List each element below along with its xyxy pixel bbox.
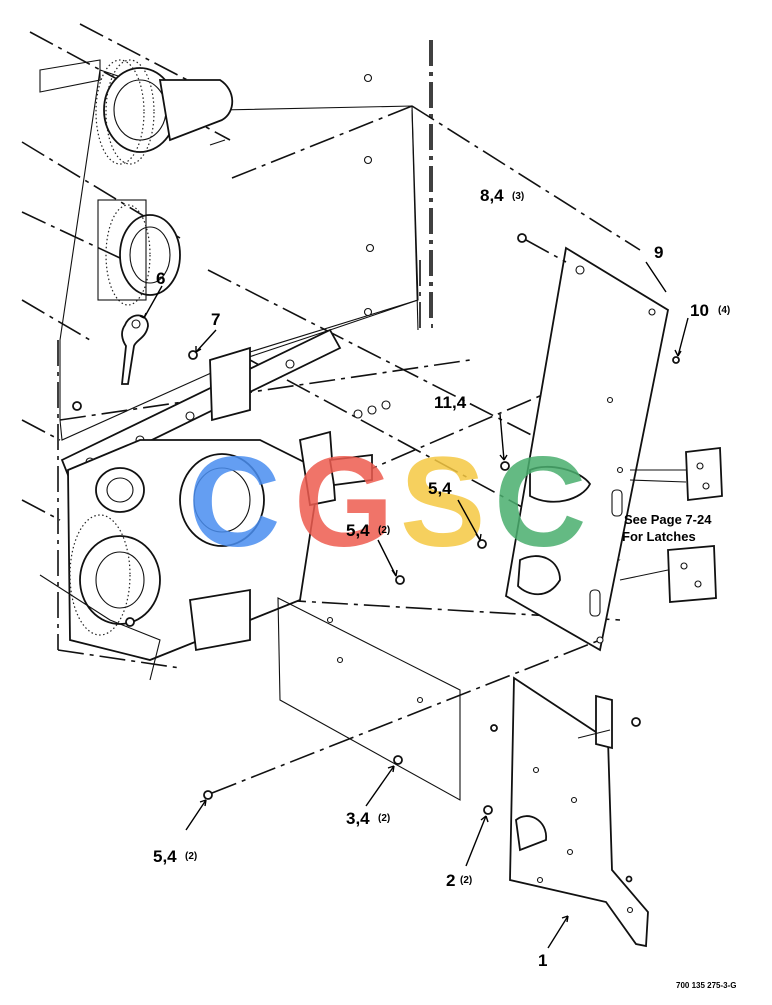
callout-1: 1 xyxy=(538,951,547,970)
callout-8-4-qty: (3) xyxy=(512,191,524,202)
callout-11-4: 11,4 xyxy=(434,393,467,412)
panel-part-1 xyxy=(509,676,649,948)
note-line-2: For Latches xyxy=(622,529,696,544)
latch-upper xyxy=(629,446,723,502)
callout-7: 7 xyxy=(211,310,220,329)
callout-5-4-mid-qty: (2) xyxy=(378,525,390,536)
latch-lower xyxy=(619,545,717,603)
watermark-letter-1: C xyxy=(188,431,280,574)
latch-note: See Page 7-24 For Latches xyxy=(622,512,712,544)
callout-2-qty: (2) xyxy=(460,875,472,886)
callout-3-4: 3,4 xyxy=(346,809,370,828)
callout-3-4-qty: (2) xyxy=(378,813,390,824)
callout-2: 2 xyxy=(446,871,455,890)
callout-10-qty: (4) xyxy=(718,305,730,316)
machine-frame xyxy=(21,23,641,801)
drawing-reference-number: 700 135 275-3-G xyxy=(676,981,737,990)
callout-10: 10 xyxy=(690,301,709,320)
callout-5-4-left: 5,4 xyxy=(153,847,177,866)
callout-5-4-mid: 5,4 xyxy=(346,521,370,540)
callout-9: 9 xyxy=(654,243,663,262)
callout-labels: 6 7 8,4 (3) 9 10 (4) 11,4 5,4 5,4 (2) 3,… xyxy=(153,186,730,970)
callout-5-4-left-qty: (2) xyxy=(185,851,197,862)
hook-part-6 xyxy=(121,314,149,385)
watermark-letter-3: S xyxy=(400,431,485,574)
watermark: C G S C xyxy=(188,431,586,574)
callout-8-4: 8,4 xyxy=(480,186,504,205)
watermark-letter-4: C xyxy=(494,431,586,574)
note-line-1: See Page 7-24 xyxy=(624,512,712,527)
leader-lines xyxy=(139,261,689,949)
callout-5-4-right: 5,4 xyxy=(428,479,452,498)
panel-part-9 xyxy=(505,246,670,652)
callout-6: 6 xyxy=(156,269,165,288)
fasteners xyxy=(72,233,680,883)
watermark-letter-2: G xyxy=(294,431,394,574)
